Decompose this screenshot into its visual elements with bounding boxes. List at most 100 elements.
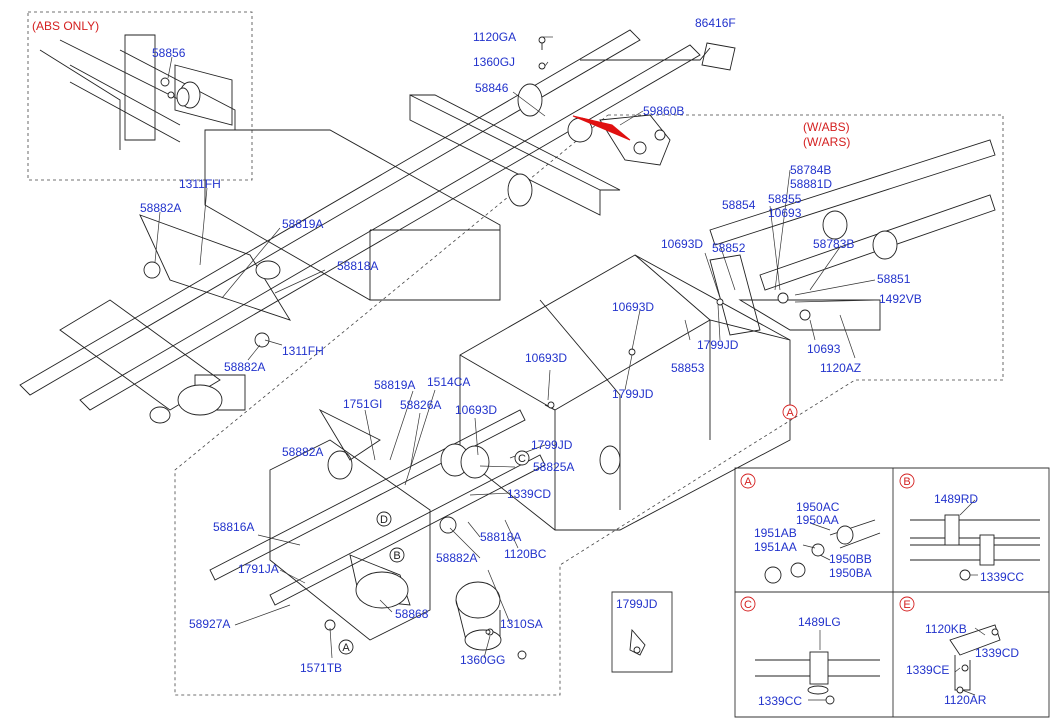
label-58927a[interactable]: 58927A (189, 617, 230, 631)
label-1751gi[interactable]: 1751GI (343, 397, 382, 411)
label-1799jd-a[interactable]: 1799JD (697, 338, 739, 352)
label-1950ac[interactable]: 1950AC (796, 500, 840, 514)
label-58826a[interactable]: 58826A (400, 398, 441, 412)
label-1310sa[interactable]: 1310SA (500, 617, 543, 631)
label-86416f[interactable]: 86416F (695, 16, 736, 30)
detail-b-parts (910, 499, 1040, 581)
label-58851[interactable]: 58851 (877, 272, 911, 286)
label-58784b[interactable]: 58784B (790, 163, 831, 177)
upper-chassis-frame (19, 29, 736, 424)
label-1339cc-b[interactable]: 1339CC (980, 570, 1024, 584)
note-w-ars: (W/ARS) (803, 135, 850, 149)
part-labels: 58856 1120GA 1360GJ 58846 86416F 59860B … (140, 16, 922, 675)
label-58825a[interactable]: 58825A (533, 460, 574, 474)
label-1120kb[interactable]: 1120KB (925, 622, 967, 636)
label-58868[interactable]: 58868 (395, 607, 429, 621)
label-1489rd[interactable]: 1489RD (934, 492, 978, 506)
label-58819a-b[interactable]: 58819A (374, 378, 415, 392)
abs-only-inset-frame (39, 34, 236, 150)
label-58882a-c[interactable]: 58882A (282, 445, 323, 459)
label-1799jd-c[interactable]: 1799JD (531, 438, 573, 452)
label-1492vb[interactable]: 1492VB (879, 292, 922, 306)
label-1799jd-d[interactable]: 1799JD (616, 597, 658, 611)
detail-boxes-grid (611, 467, 1050, 718)
abs-ars-region (174, 114, 1004, 696)
label-1120az[interactable]: 1120AZ (820, 361, 861, 375)
label-10693-b[interactable]: 10693 (807, 342, 841, 356)
abs-only-region (27, 11, 253, 181)
label-58854[interactable]: 58854 (722, 198, 756, 212)
svg-text:E: E (903, 599, 910, 611)
label-58783b[interactable]: 58783B (813, 237, 854, 251)
label-1339cd-a[interactable]: 1339CD (507, 487, 551, 501)
callout-d1: D (376, 511, 392, 527)
label-59860b[interactable]: 59860B (643, 104, 684, 118)
label-58881d[interactable]: 58881D (790, 177, 832, 191)
label-58818a-b[interactable]: 58818A (480, 530, 521, 544)
svg-text:A: A (342, 642, 350, 654)
lower-chassis-frame (209, 408, 546, 660)
svg-text:D: D (380, 514, 388, 526)
label-58846[interactable]: 58846 (475, 81, 509, 95)
label-58856[interactable]: 58856 (152, 46, 186, 60)
label-1120bc[interactable]: 1120BC (504, 547, 547, 561)
label-10693d-b[interactable]: 10693D (612, 300, 654, 314)
label-1799jd-b[interactable]: 1799JD (612, 387, 654, 401)
label-58818a-a[interactable]: 58818A (337, 259, 378, 273)
detail-a-letter: A (740, 473, 756, 489)
label-1311fh-a[interactable]: 1311FH (179, 177, 221, 191)
label-58853[interactable]: 58853 (671, 361, 705, 375)
label-1514ca[interactable]: 1514CA (427, 375, 470, 389)
leader-lines (154, 36, 881, 659)
label-58882a-d[interactable]: 58882A (436, 551, 477, 565)
label-1489lg[interactable]: 1489LG (798, 615, 841, 629)
svg-text:C: C (518, 453, 526, 465)
svg-text:A: A (744, 476, 752, 488)
label-1339cd-e[interactable]: 1339CD (975, 646, 1019, 660)
label-1120ar[interactable]: 1120AR (944, 693, 987, 707)
label-1950aa[interactable]: 1950AA (796, 513, 839, 527)
label-1339ce[interactable]: 1339CE (906, 663, 949, 677)
detail-e-parts (949, 624, 1001, 696)
label-1571tb[interactable]: 1571TB (300, 661, 342, 675)
label-58882a-a[interactable]: 58882A (140, 201, 181, 215)
label-10693d-d[interactable]: 10693D (455, 403, 497, 417)
detail-1799jd-part (629, 628, 646, 656)
callout-c1: C (514, 450, 530, 466)
label-1360gg[interactable]: 1360GG (460, 653, 505, 667)
label-58882a-b[interactable]: 58882A (224, 360, 265, 374)
svg-text:B: B (393, 550, 400, 562)
note-abs-only: (ABS ONLY) (32, 19, 99, 33)
label-58819a-a[interactable]: 58819A (282, 217, 323, 231)
note-w-abs: (W/ABS) (803, 120, 850, 134)
detail-c-parts (755, 630, 880, 705)
label-1339cc-c[interactable]: 1339CC (758, 694, 802, 708)
label-1791ja[interactable]: 1791JA (238, 562, 279, 576)
label-58855[interactable]: 58855 (768, 192, 802, 206)
svg-text:B: B (903, 476, 910, 488)
callout-a1: A (782, 404, 798, 420)
callout-b1: B (389, 547, 405, 563)
label-1951ab[interactable]: 1951AB (754, 526, 797, 540)
callout-a2: A (338, 639, 354, 655)
detail-c-letter: C (740, 596, 756, 612)
label-1950ba[interactable]: 1950BA (829, 566, 872, 580)
label-10693-a[interactable]: 10693 (768, 206, 802, 220)
svg-text:C: C (744, 599, 752, 611)
right-chassis-frame (709, 139, 996, 336)
detail-a-parts (764, 519, 881, 584)
label-1311fh-b[interactable]: 1311FH (282, 344, 324, 358)
label-10693d-c[interactable]: 10693D (525, 351, 567, 365)
label-1950bb[interactable]: 1950BB (829, 552, 872, 566)
label-58852[interactable]: 58852 (712, 241, 746, 255)
label-10693d-a[interactable]: 10693D (661, 237, 703, 251)
detail-b-letter: B (899, 473, 915, 489)
detail-e-letter: E (899, 596, 915, 612)
label-1120ga[interactable]: 1120GA (473, 30, 516, 44)
svg-text:A: A (786, 407, 794, 419)
label-58816a[interactable]: 58816A (213, 520, 254, 534)
label-1360gj[interactable]: 1360GJ (473, 55, 515, 69)
label-1951aa[interactable]: 1951AA (754, 540, 797, 554)
